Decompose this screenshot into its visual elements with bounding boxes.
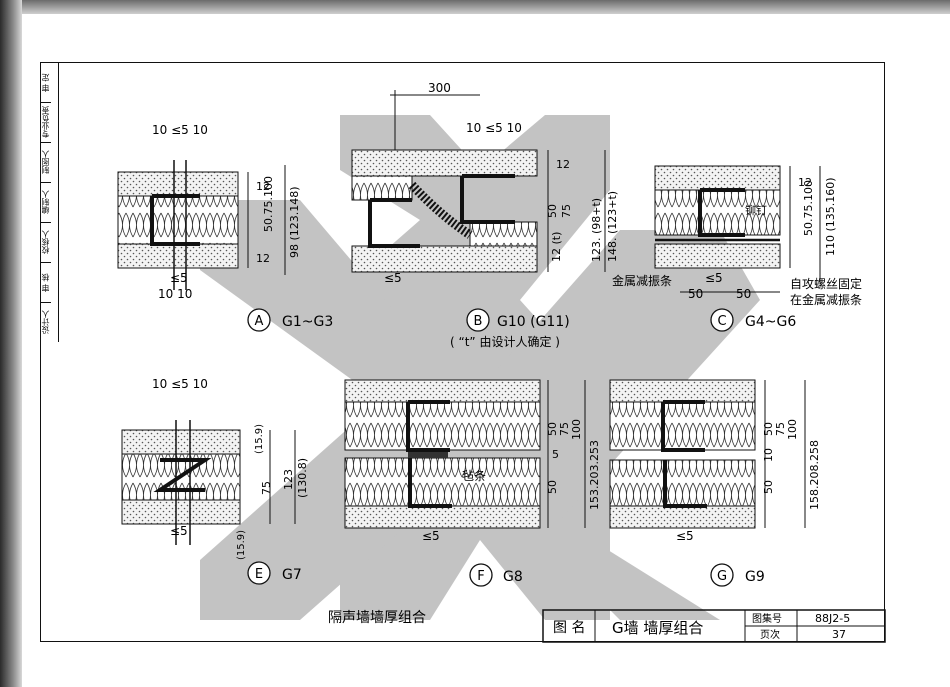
detail-b-dim-top: 10 ≤5 10 bbox=[466, 121, 522, 135]
title-name-label: 图 名 bbox=[553, 620, 585, 636]
detail-f-dim: 50 bbox=[546, 422, 559, 436]
detail-b bbox=[351, 90, 606, 273]
detail-g-dim-total: 158.208.258 bbox=[808, 440, 821, 510]
detail-b-dim: 12 bbox=[556, 158, 570, 171]
detail-c-note-rivet: 铆钉 bbox=[745, 203, 767, 217]
detail-c-dim: 12 bbox=[798, 176, 812, 189]
drawing-frame bbox=[40, 62, 885, 642]
detail-a-dim-top: 10 ≤5 10 bbox=[152, 123, 208, 137]
detail-c-label: G4~G6 bbox=[745, 314, 796, 330]
title-page-value: 37 bbox=[832, 628, 846, 641]
detail-b-dim: 75 bbox=[560, 204, 573, 218]
detail-b-letter: B bbox=[474, 314, 483, 329]
detail-a-letter: A bbox=[255, 314, 264, 329]
detail-g-label: G9 bbox=[745, 569, 765, 585]
detail-b-dim-total: 123. (98+t) bbox=[590, 198, 603, 262]
detail-a-marker bbox=[247, 308, 271, 332]
detail-e-dim-top: 10 ≤5 10 bbox=[152, 377, 208, 391]
detail-g-dim: 100 bbox=[786, 419, 799, 440]
detail-a bbox=[117, 160, 286, 290]
detail-f-dim: 75 bbox=[558, 422, 571, 436]
detail-f-dim-total: 153.203.253 bbox=[588, 440, 601, 510]
detail-b-marker bbox=[466, 308, 490, 332]
detail-e-letter: E bbox=[255, 567, 263, 582]
title-block-lines bbox=[542, 609, 886, 643]
detail-b-dim-300: 300 bbox=[428, 81, 451, 95]
detail-a-dim: 12 bbox=[256, 252, 270, 265]
detail-g bbox=[609, 379, 806, 529]
detail-g-dim: 10 bbox=[762, 448, 775, 462]
detail-e-dim: 75 bbox=[260, 481, 273, 495]
title-atlas-value: 88J2-5 bbox=[815, 612, 850, 625]
detail-a-dim: 12 bbox=[256, 180, 270, 193]
detail-a-label: G1~G3 bbox=[282, 314, 333, 330]
detail-c bbox=[654, 165, 821, 293]
detail-c-dim-50b: 50 bbox=[736, 287, 751, 301]
title-name-value: G墙 墙厚组合 bbox=[612, 619, 703, 637]
detail-c-dim-50a: 50 bbox=[688, 287, 703, 301]
scan-top-band bbox=[0, 0, 950, 14]
detail-c-dim-total: 110 (135.160) bbox=[824, 177, 837, 256]
detail-e-dim-bottom: ≤5 bbox=[170, 524, 188, 538]
detail-c-letter: C bbox=[717, 314, 726, 329]
section-caption: 隔声墙墙厚组合 bbox=[328, 610, 426, 626]
detail-c-note-screw2: 在金属减振条 bbox=[790, 292, 862, 307]
detail-f-dim: 5 bbox=[552, 448, 559, 461]
detail-b-note: ( “t” 由设计人确定 ) bbox=[450, 334, 560, 349]
detail-a-dim-bottom2: 10 10 bbox=[158, 287, 192, 301]
detail-g-dim: 75 bbox=[774, 422, 787, 436]
title-page-label: 页次 bbox=[760, 628, 780, 641]
detail-e bbox=[121, 420, 296, 545]
detail-c-note-screw1: 自攻螺丝固定 bbox=[790, 276, 862, 291]
detail-f-marker bbox=[469, 563, 493, 587]
detail-e-dim: 123 bbox=[282, 469, 295, 490]
detail-g-letter: G bbox=[717, 569, 727, 584]
detail-f-dim-bottom: ≤5 bbox=[422, 529, 440, 543]
detail-f-note-felt: 毡条 bbox=[462, 469, 486, 483]
detail-g-marker bbox=[710, 563, 734, 587]
detail-a-dim-total: 98 (123.148) bbox=[288, 186, 301, 258]
detail-a-dim-bottom: ≤5 bbox=[170, 271, 188, 285]
detail-f-dim: 50 bbox=[546, 480, 559, 494]
detail-f-label: G8 bbox=[503, 569, 523, 585]
detail-f-letter: F bbox=[477, 569, 484, 584]
detail-c-note-strip: 金属减振条 bbox=[612, 273, 672, 288]
detail-e-marker bbox=[247, 561, 271, 585]
detail-f bbox=[344, 379, 586, 529]
detail-c-marker bbox=[710, 308, 734, 332]
detail-b-dim: 12 (t) bbox=[550, 232, 563, 262]
detail-f-dim: 100 bbox=[570, 419, 583, 440]
detail-b-dim-total: 148. (123+t) bbox=[606, 191, 619, 262]
detail-c-dim: 50.75.100 bbox=[802, 180, 815, 236]
approval-strip: 审 定 专业负责 制图人 编制人 校核人 审 核 设计人 bbox=[40, 62, 59, 342]
detail-e-dim-total: (130.8) bbox=[296, 458, 309, 498]
detail-g-dim: 50 bbox=[762, 480, 775, 494]
detail-a-dim: 50.75.100 bbox=[262, 176, 275, 232]
detail-e-dim: (15.9) bbox=[254, 424, 265, 454]
detail-e-label: G7 bbox=[282, 567, 302, 583]
detail-b-dim-bottom: ≤5 bbox=[384, 271, 402, 285]
detail-b-dim: 50 bbox=[546, 204, 559, 218]
detail-g-dim-bottom: ≤5 bbox=[676, 529, 694, 543]
detail-e-dim: (15.9) bbox=[236, 530, 247, 560]
detail-b-label: G10 (G11) bbox=[497, 314, 570, 330]
detail-c-dim-le5: ≤5 bbox=[705, 271, 723, 285]
title-atlas-label: 图集号 bbox=[752, 612, 782, 625]
detail-g-dim: 50 bbox=[762, 422, 775, 436]
scan-binding-edge bbox=[0, 0, 22, 687]
